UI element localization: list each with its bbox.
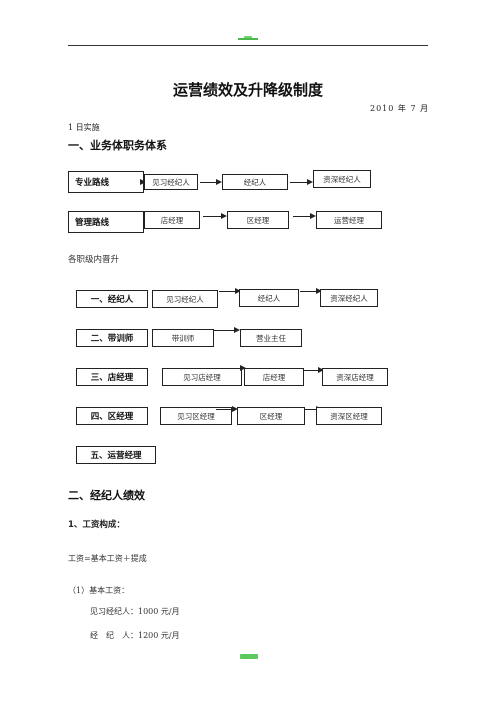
path-step: 见习经纪人 bbox=[144, 174, 198, 190]
salary-amount: 1200 元/月 bbox=[138, 631, 180, 640]
arrow-connector bbox=[220, 365, 246, 371]
salary-role: 经 纪 人： bbox=[90, 631, 138, 640]
promo-step: 资深区经理 bbox=[316, 407, 382, 425]
section-2-heading: 二、经纪人绩效 bbox=[68, 489, 145, 502]
promo-step: 见习区经理 bbox=[160, 407, 232, 425]
path-step: 店经理 bbox=[144, 211, 200, 229]
salary-formula: 工资=基本工资＋提成 bbox=[68, 554, 147, 563]
promo-step: 带训师 bbox=[152, 329, 214, 347]
salary-role: 见习经纪人： bbox=[90, 607, 138, 616]
promo-label-operations-manager: 五、运营经理 bbox=[76, 446, 156, 464]
path-step: 资深经纪人 bbox=[313, 170, 371, 188]
promo-step: 资深经纪人 bbox=[320, 289, 378, 307]
promo-label-agent: 一、经纪人 bbox=[76, 290, 148, 308]
salary-row: 见习经纪人：1000 元/月 bbox=[90, 606, 180, 617]
path-step: 运营经理 bbox=[316, 211, 382, 229]
arrow-connector bbox=[216, 406, 238, 412]
promo-step: 经纪人 bbox=[239, 289, 299, 307]
path-step: 经纪人 bbox=[222, 174, 288, 190]
subsection-1-heading: 1、工资构成： bbox=[68, 520, 125, 530]
promo-label-area-manager: 四、区经理 bbox=[76, 407, 148, 425]
promo-step: 见习店经理 bbox=[162, 368, 242, 386]
path-label-management: 管理路线 bbox=[68, 211, 144, 233]
document-title: 运营绩效及升降级制度 bbox=[172, 81, 323, 99]
arrow-connector bbox=[290, 179, 313, 185]
path-step: 区经理 bbox=[227, 211, 289, 229]
promo-label-store-manager: 三、店经理 bbox=[76, 368, 148, 386]
salary-amount: 1000 元/月 bbox=[138, 607, 180, 616]
arrow-connector bbox=[304, 367, 324, 373]
path-label-professional: 专业路线 bbox=[68, 171, 144, 193]
base-salary-heading: （1）基本工资： bbox=[68, 586, 130, 595]
arrow-connector bbox=[203, 213, 227, 219]
header-logo-mark bbox=[238, 36, 258, 41]
section-1-heading: 一、业务体职务体系 bbox=[68, 139, 167, 152]
promotion-heading: 各职级内晋升 bbox=[68, 255, 120, 265]
footer-logo-mark bbox=[240, 654, 258, 659]
promo-step: 区经理 bbox=[237, 407, 305, 425]
date-line-2: 1 日实施 bbox=[68, 123, 100, 132]
promo-step: 店经理 bbox=[244, 368, 304, 386]
header-rule bbox=[68, 45, 428, 46]
date-line-1: 2010 年 7 月 bbox=[370, 104, 430, 113]
promo-step: 资深店经理 bbox=[322, 368, 388, 386]
arrow-connector bbox=[293, 213, 316, 219]
promo-step: 营业主任 bbox=[240, 329, 302, 347]
arrow-connector bbox=[200, 179, 222, 185]
promo-step: 见习经纪人 bbox=[152, 290, 218, 308]
salary-row: 经 纪 人：1200 元/月 bbox=[90, 630, 180, 641]
promo-label-trainer: 二、带训师 bbox=[76, 329, 148, 347]
arrow-connector bbox=[300, 288, 322, 294]
arrow-connector bbox=[214, 327, 240, 333]
arrow-connector bbox=[219, 288, 241, 294]
